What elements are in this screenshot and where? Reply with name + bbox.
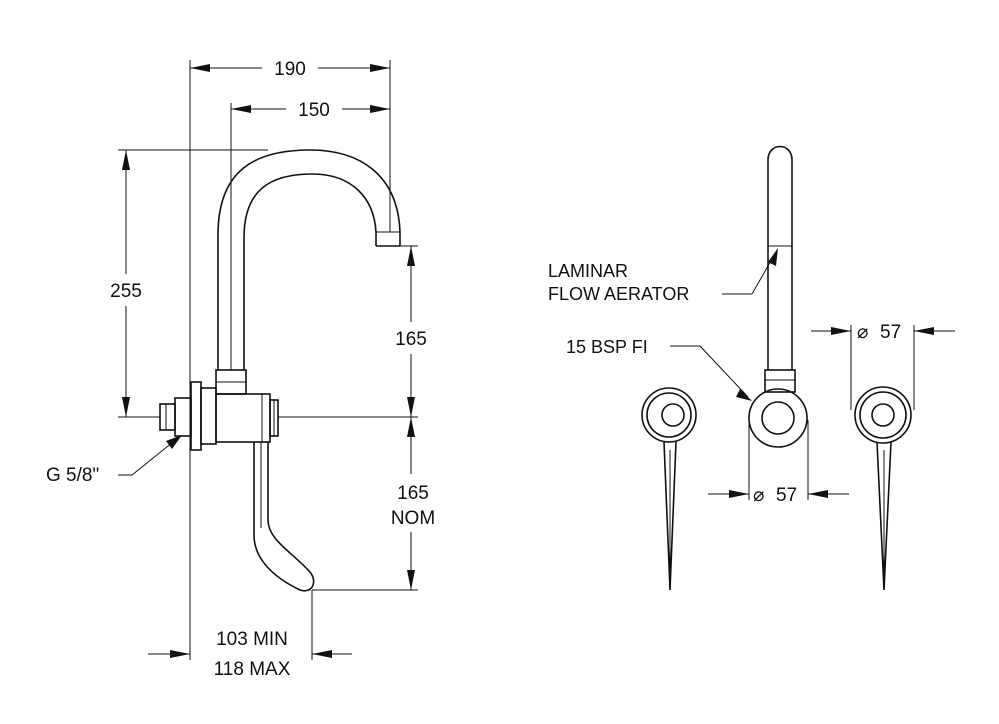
wall-flange xyxy=(159,381,217,451)
dim-190-text: 190 xyxy=(274,59,306,80)
dim-diameter-center-text: 57 xyxy=(776,485,797,506)
front-elevation: ⌀ 57 ⌀ 57 LAMINAR FLOW AERATOR 15 BSP FI xyxy=(548,145,955,591)
inlet-label: 15 BSP FI xyxy=(566,337,648,357)
dimension-diameter-right: ⌀ 57 xyxy=(811,322,955,343)
dimension-165-upper: 165 xyxy=(395,246,427,417)
lever-handle xyxy=(253,442,315,592)
dimension-190: 190 xyxy=(190,59,390,80)
right-handle xyxy=(854,386,912,591)
tap-body xyxy=(215,369,279,443)
dim-min-text: 103 MIN xyxy=(216,629,288,650)
dim-165-upper-text: 165 xyxy=(395,329,427,350)
dim-diameter-right-symbol: ⌀ xyxy=(857,322,868,343)
inlet-callout: 15 BSP FI xyxy=(566,337,752,401)
aerator-callout: LAMINAR FLOW AERATOR xyxy=(548,248,778,304)
dim-165-nom-suffix: NOM xyxy=(391,508,435,529)
dim-diameter-right-text: 57 xyxy=(880,322,901,343)
aerator-label-line2: FLOW AERATOR xyxy=(548,284,689,304)
side-elevation: 190 150 255 165 xyxy=(46,59,435,680)
aerator-label-line1: LAMINAR xyxy=(548,261,628,281)
dimension-255: 255 xyxy=(110,150,142,417)
thread-callout: G 5/8" xyxy=(46,435,182,486)
spout-outline xyxy=(217,149,401,370)
dimension-diameter-center: ⌀ 57 xyxy=(708,485,849,506)
dim-diameter-center-symbol: ⌀ xyxy=(753,485,764,506)
dim-150-text: 150 xyxy=(298,100,330,121)
dim-max-text: 118 MAX xyxy=(214,659,291,680)
thread-text: G 5/8" xyxy=(46,465,99,486)
dimension-150: 150 xyxy=(231,100,390,121)
center-spout xyxy=(748,145,808,448)
dimension-wall-clearance: 103 MIN 118 MAX xyxy=(148,629,352,680)
dim-255-text: 255 xyxy=(110,281,142,302)
extension-lines xyxy=(118,60,418,660)
front-extension-lines xyxy=(748,325,915,500)
left-handle xyxy=(641,387,697,591)
dimension-165-nom: 165 NOM xyxy=(391,417,435,590)
dim-165-nom-value: 165 xyxy=(397,483,429,504)
